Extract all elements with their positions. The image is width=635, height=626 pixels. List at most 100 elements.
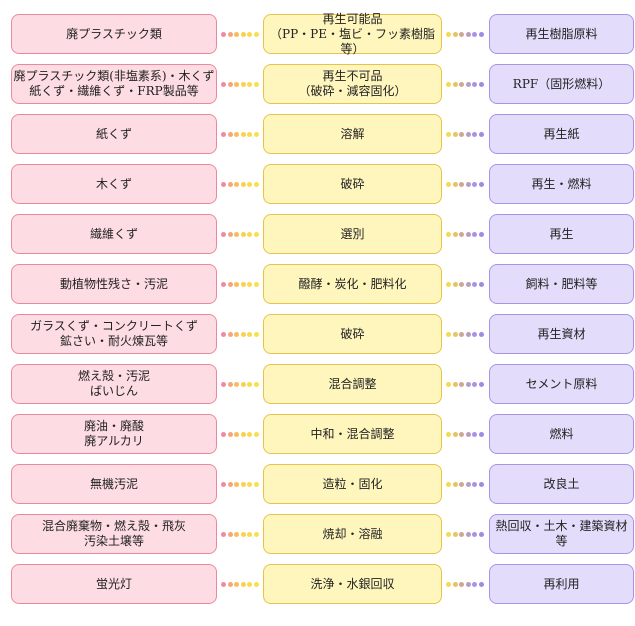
connector-dot — [472, 582, 478, 587]
connector-dot — [465, 32, 471, 37]
result-box: 再生紙 — [489, 114, 634, 154]
connector-dot — [254, 82, 259, 87]
process-box: 混合調整 — [263, 364, 442, 404]
connector-dot — [465, 82, 471, 87]
connector-dots-right — [446, 282, 484, 288]
flow-row: 無機汚泥造粒・固化改良土 — [0, 464, 635, 504]
connector-dot — [452, 82, 458, 87]
waste-type-box-label: 蛍光灯 — [95, 576, 132, 591]
process-box-label: 混合調整 — [328, 376, 377, 391]
connector-dot — [472, 82, 478, 87]
waste-type-box-label: 木くず — [95, 176, 132, 191]
waste-type-box: 廃油・廃酸 廃アルカリ — [11, 414, 217, 454]
waste-type-box-label: 無機汚泥 — [89, 476, 138, 491]
flow-row: 紙くず溶解再生紙 — [0, 114, 635, 154]
connector-dot — [452, 582, 458, 587]
process-box: 中和・混合調整 — [263, 414, 442, 454]
connector-dot — [465, 282, 471, 287]
connector-dot — [221, 132, 226, 137]
connector-dot — [452, 482, 458, 487]
connector-dot — [446, 532, 451, 537]
connector-dot — [240, 532, 246, 537]
connector-dot — [227, 332, 233, 337]
connector-dot — [459, 182, 465, 187]
connector-dot — [240, 432, 246, 437]
connector-dots-left — [221, 432, 259, 438]
connector-dot — [472, 432, 478, 437]
connector-dot — [465, 132, 471, 137]
connector-dot — [472, 382, 478, 387]
connector-dots-right — [446, 582, 484, 588]
connector-dot — [452, 432, 458, 437]
result-box: セメント原料 — [489, 364, 634, 404]
result-box-label: 再生・燃料 — [531, 176, 592, 191]
connector-dot — [247, 532, 253, 537]
process-box: 選別 — [263, 214, 442, 254]
process-box-label: 破砕 — [340, 326, 365, 341]
connector-dot — [247, 382, 253, 387]
connector-dot — [234, 532, 240, 537]
connector-dot — [472, 232, 478, 237]
result-box-label: 再生資材 — [537, 326, 586, 341]
connector-dots-left — [221, 282, 259, 288]
connector-dot — [227, 132, 233, 137]
connector-dot — [452, 132, 458, 137]
connector-dot — [479, 132, 484, 137]
connector-dot — [227, 82, 233, 87]
waste-type-box: 廃プラスチック類 — [11, 14, 217, 54]
connector-dot — [446, 382, 451, 387]
result-box-label: RPF（固形燃料） — [512, 76, 611, 91]
connector-dots-right — [446, 232, 484, 238]
connector-dot — [221, 432, 226, 437]
result-box-label: セメント原料 — [525, 376, 598, 391]
connector-dot — [446, 282, 451, 287]
connector-dots-left — [221, 32, 259, 38]
connector-dot — [459, 282, 465, 287]
connector-dots-right — [446, 432, 484, 438]
connector-dot — [254, 132, 259, 137]
connector-dot — [446, 582, 451, 587]
connector-dot — [472, 532, 478, 537]
connector-dot — [221, 32, 226, 37]
connector-dot — [227, 382, 233, 387]
connector-dot — [234, 132, 240, 137]
connector-dot — [247, 132, 253, 137]
connector-dot — [452, 282, 458, 287]
result-box-label: 再生樹脂原料 — [525, 26, 598, 41]
connector-dot — [459, 382, 465, 387]
connector-dot — [465, 332, 471, 337]
connector-dot — [465, 182, 471, 187]
connector-dot — [234, 332, 240, 337]
process-box-label: 溶解 — [340, 126, 365, 141]
connector-dot — [240, 582, 246, 587]
connector-dot — [227, 482, 233, 487]
connector-dot — [472, 182, 478, 187]
connector-dot — [446, 82, 451, 87]
result-box: RPF（固形燃料） — [489, 64, 634, 104]
connector-dots-left — [221, 332, 259, 338]
connector-dot — [452, 182, 458, 187]
connector-dot — [472, 482, 478, 487]
process-box: 醱酵・炭化・肥料化 — [263, 264, 442, 304]
connector-dot — [221, 382, 226, 387]
connector-dot — [452, 382, 458, 387]
waste-type-box-label: 動植物性残さ・汚泥 — [59, 276, 168, 291]
connector-dots-right — [446, 132, 484, 138]
connector-dot — [247, 232, 253, 237]
connector-dot — [479, 282, 484, 287]
connector-dot — [472, 132, 478, 137]
connector-dot — [221, 582, 226, 587]
connector-dot — [479, 182, 484, 187]
connector-dot — [240, 482, 246, 487]
connector-dot — [240, 32, 246, 37]
connector-dot — [472, 332, 478, 337]
connector-dot — [247, 432, 253, 437]
connector-dot — [254, 332, 259, 337]
process-box-label: 中和・混合調整 — [310, 426, 395, 441]
connector-dot — [452, 32, 458, 37]
connector-dot — [459, 532, 465, 537]
process-box: 造粒・固化 — [263, 464, 442, 504]
connector-dot — [446, 182, 451, 187]
connector-dot — [446, 482, 451, 487]
waste-type-box-label: 燃え殻・汚泥 ばいじん — [77, 369, 150, 398]
